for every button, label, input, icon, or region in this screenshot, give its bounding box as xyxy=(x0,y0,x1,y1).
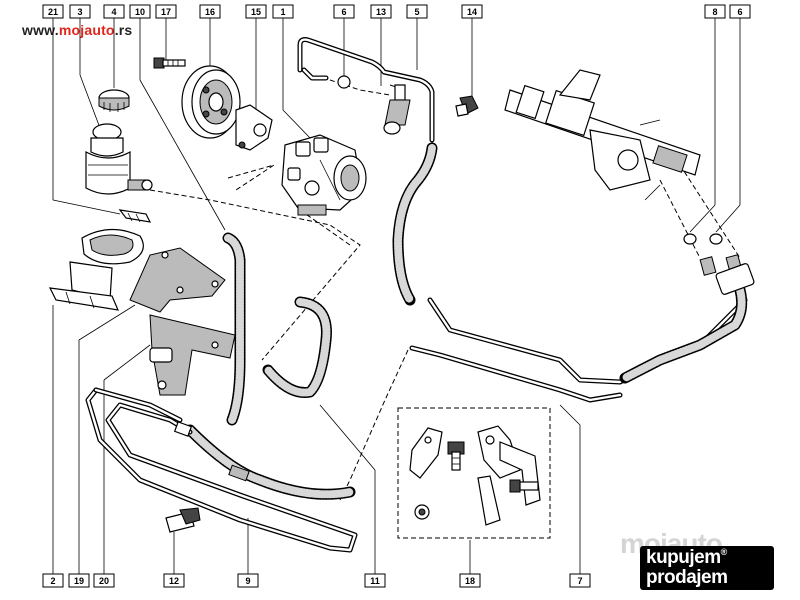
callout-18: 18 xyxy=(459,573,481,588)
callout-8-label: 8 xyxy=(712,7,717,17)
callout-3: 3 xyxy=(69,4,91,19)
pulley-bolt xyxy=(153,57,186,69)
pulley xyxy=(181,65,241,139)
callout-7: 7 xyxy=(569,573,591,588)
callout-3-label: 3 xyxy=(77,7,82,17)
callout-17-label: 17 xyxy=(161,7,171,17)
union-fitting xyxy=(383,84,411,135)
callout-10: 10 xyxy=(129,4,151,19)
callout-4-label: 4 xyxy=(111,7,116,17)
pipe-clip-12 xyxy=(165,507,201,533)
rack-end-fittings xyxy=(699,254,755,295)
callout-8: 8 xyxy=(704,4,726,19)
callout-16: 16 xyxy=(199,4,221,19)
leader-lines xyxy=(52,18,741,574)
kupujem-prodajem-watermark: mojauto kupujem® prodajem xyxy=(616,528,780,592)
callout-9-label: 9 xyxy=(245,576,250,586)
site-url-brand: mojauto xyxy=(58,22,115,38)
callout-5: 5 xyxy=(406,4,428,19)
small-clamp xyxy=(118,209,152,223)
reservoir-cap xyxy=(98,89,130,112)
callout-11-label: 11 xyxy=(370,576,380,586)
callout-10-label: 10 xyxy=(135,7,145,17)
steering-rack xyxy=(504,69,701,201)
watermark-line2: prodajem xyxy=(646,567,728,588)
callout-15: 15 xyxy=(245,4,267,19)
callout-6a: 6 xyxy=(333,4,355,19)
callout-20-label: 20 xyxy=(99,576,109,586)
callout-13-label: 13 xyxy=(376,7,386,17)
pipe-clip-14 xyxy=(455,95,479,117)
callout-21-label: 21 xyxy=(48,7,58,17)
watermark-panel xyxy=(640,546,774,590)
site-url[interactable]: www.mojauto.rs xyxy=(22,22,132,38)
callout-1: 1 xyxy=(272,4,294,19)
site-url-prefix: www. xyxy=(22,22,59,38)
callout-12-label: 12 xyxy=(169,576,179,586)
callout-2-label: 2 xyxy=(50,576,55,586)
fixing-kit xyxy=(409,425,541,526)
callout-21: 21 xyxy=(42,4,64,19)
cooler-pipe xyxy=(85,387,358,553)
callout-11: 11 xyxy=(364,573,386,588)
callout-13: 13 xyxy=(370,4,392,19)
callout-6b: 6 xyxy=(729,4,751,19)
callout-12: 12 xyxy=(163,573,185,588)
callout-19-label: 19 xyxy=(74,576,84,586)
seal-rings xyxy=(337,75,723,245)
callout-16-label: 16 xyxy=(205,7,215,17)
callout-6a-label: 6 xyxy=(341,7,346,17)
hoses xyxy=(184,142,748,500)
callout-2: 2 xyxy=(42,573,64,588)
lower-bracket-plate xyxy=(149,314,236,396)
watermark-line1: kupujem® xyxy=(646,547,727,569)
callout-1-label: 1 xyxy=(280,7,285,17)
callouts-bottom: 2 19 20 12 9 11 18 7 xyxy=(42,573,591,588)
pulley-hub-bracket xyxy=(235,104,273,151)
callout-14-label: 14 xyxy=(467,7,477,17)
callout-20: 20 xyxy=(93,573,115,588)
upper-bracket-plate xyxy=(129,247,226,313)
callout-19: 19 xyxy=(68,573,90,588)
callout-7-label: 7 xyxy=(577,576,582,586)
callout-4: 4 xyxy=(103,4,125,19)
callout-14: 14 xyxy=(461,4,483,19)
fluid-reservoir xyxy=(85,123,153,195)
steering-pump xyxy=(281,134,367,216)
callout-6b-label: 6 xyxy=(737,7,742,17)
watermark-line1-text: kupujem xyxy=(646,547,721,568)
callout-9: 9 xyxy=(237,573,259,588)
callout-17: 17 xyxy=(155,4,177,19)
watermark-registered-mark: ® xyxy=(720,547,728,557)
callout-15-label: 15 xyxy=(251,7,261,17)
callout-5-label: 5 xyxy=(414,7,419,17)
callouts-top: 21 3 4 10 17 16 15 1 6 13 5 14 8 6 xyxy=(42,4,751,19)
reservoir-bracket xyxy=(48,228,144,311)
site-url-suffix: .rs xyxy=(114,22,133,38)
callout-18-label: 18 xyxy=(465,576,475,586)
